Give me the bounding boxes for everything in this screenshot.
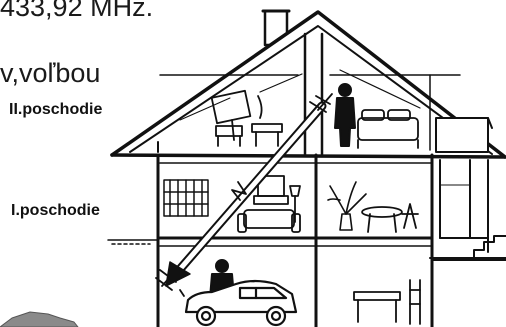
sofa-icon: [238, 210, 300, 232]
ground-left: [108, 240, 158, 244]
bookshelf-icon: [164, 180, 208, 216]
stairs-icon: [430, 236, 506, 258]
side-wing: [436, 118, 492, 252]
plant-icon: [328, 182, 366, 230]
table-icon: [362, 204, 418, 232]
corner-blob: [0, 312, 78, 327]
bench-icon: [354, 280, 420, 324]
car-icon: [186, 281, 296, 325]
